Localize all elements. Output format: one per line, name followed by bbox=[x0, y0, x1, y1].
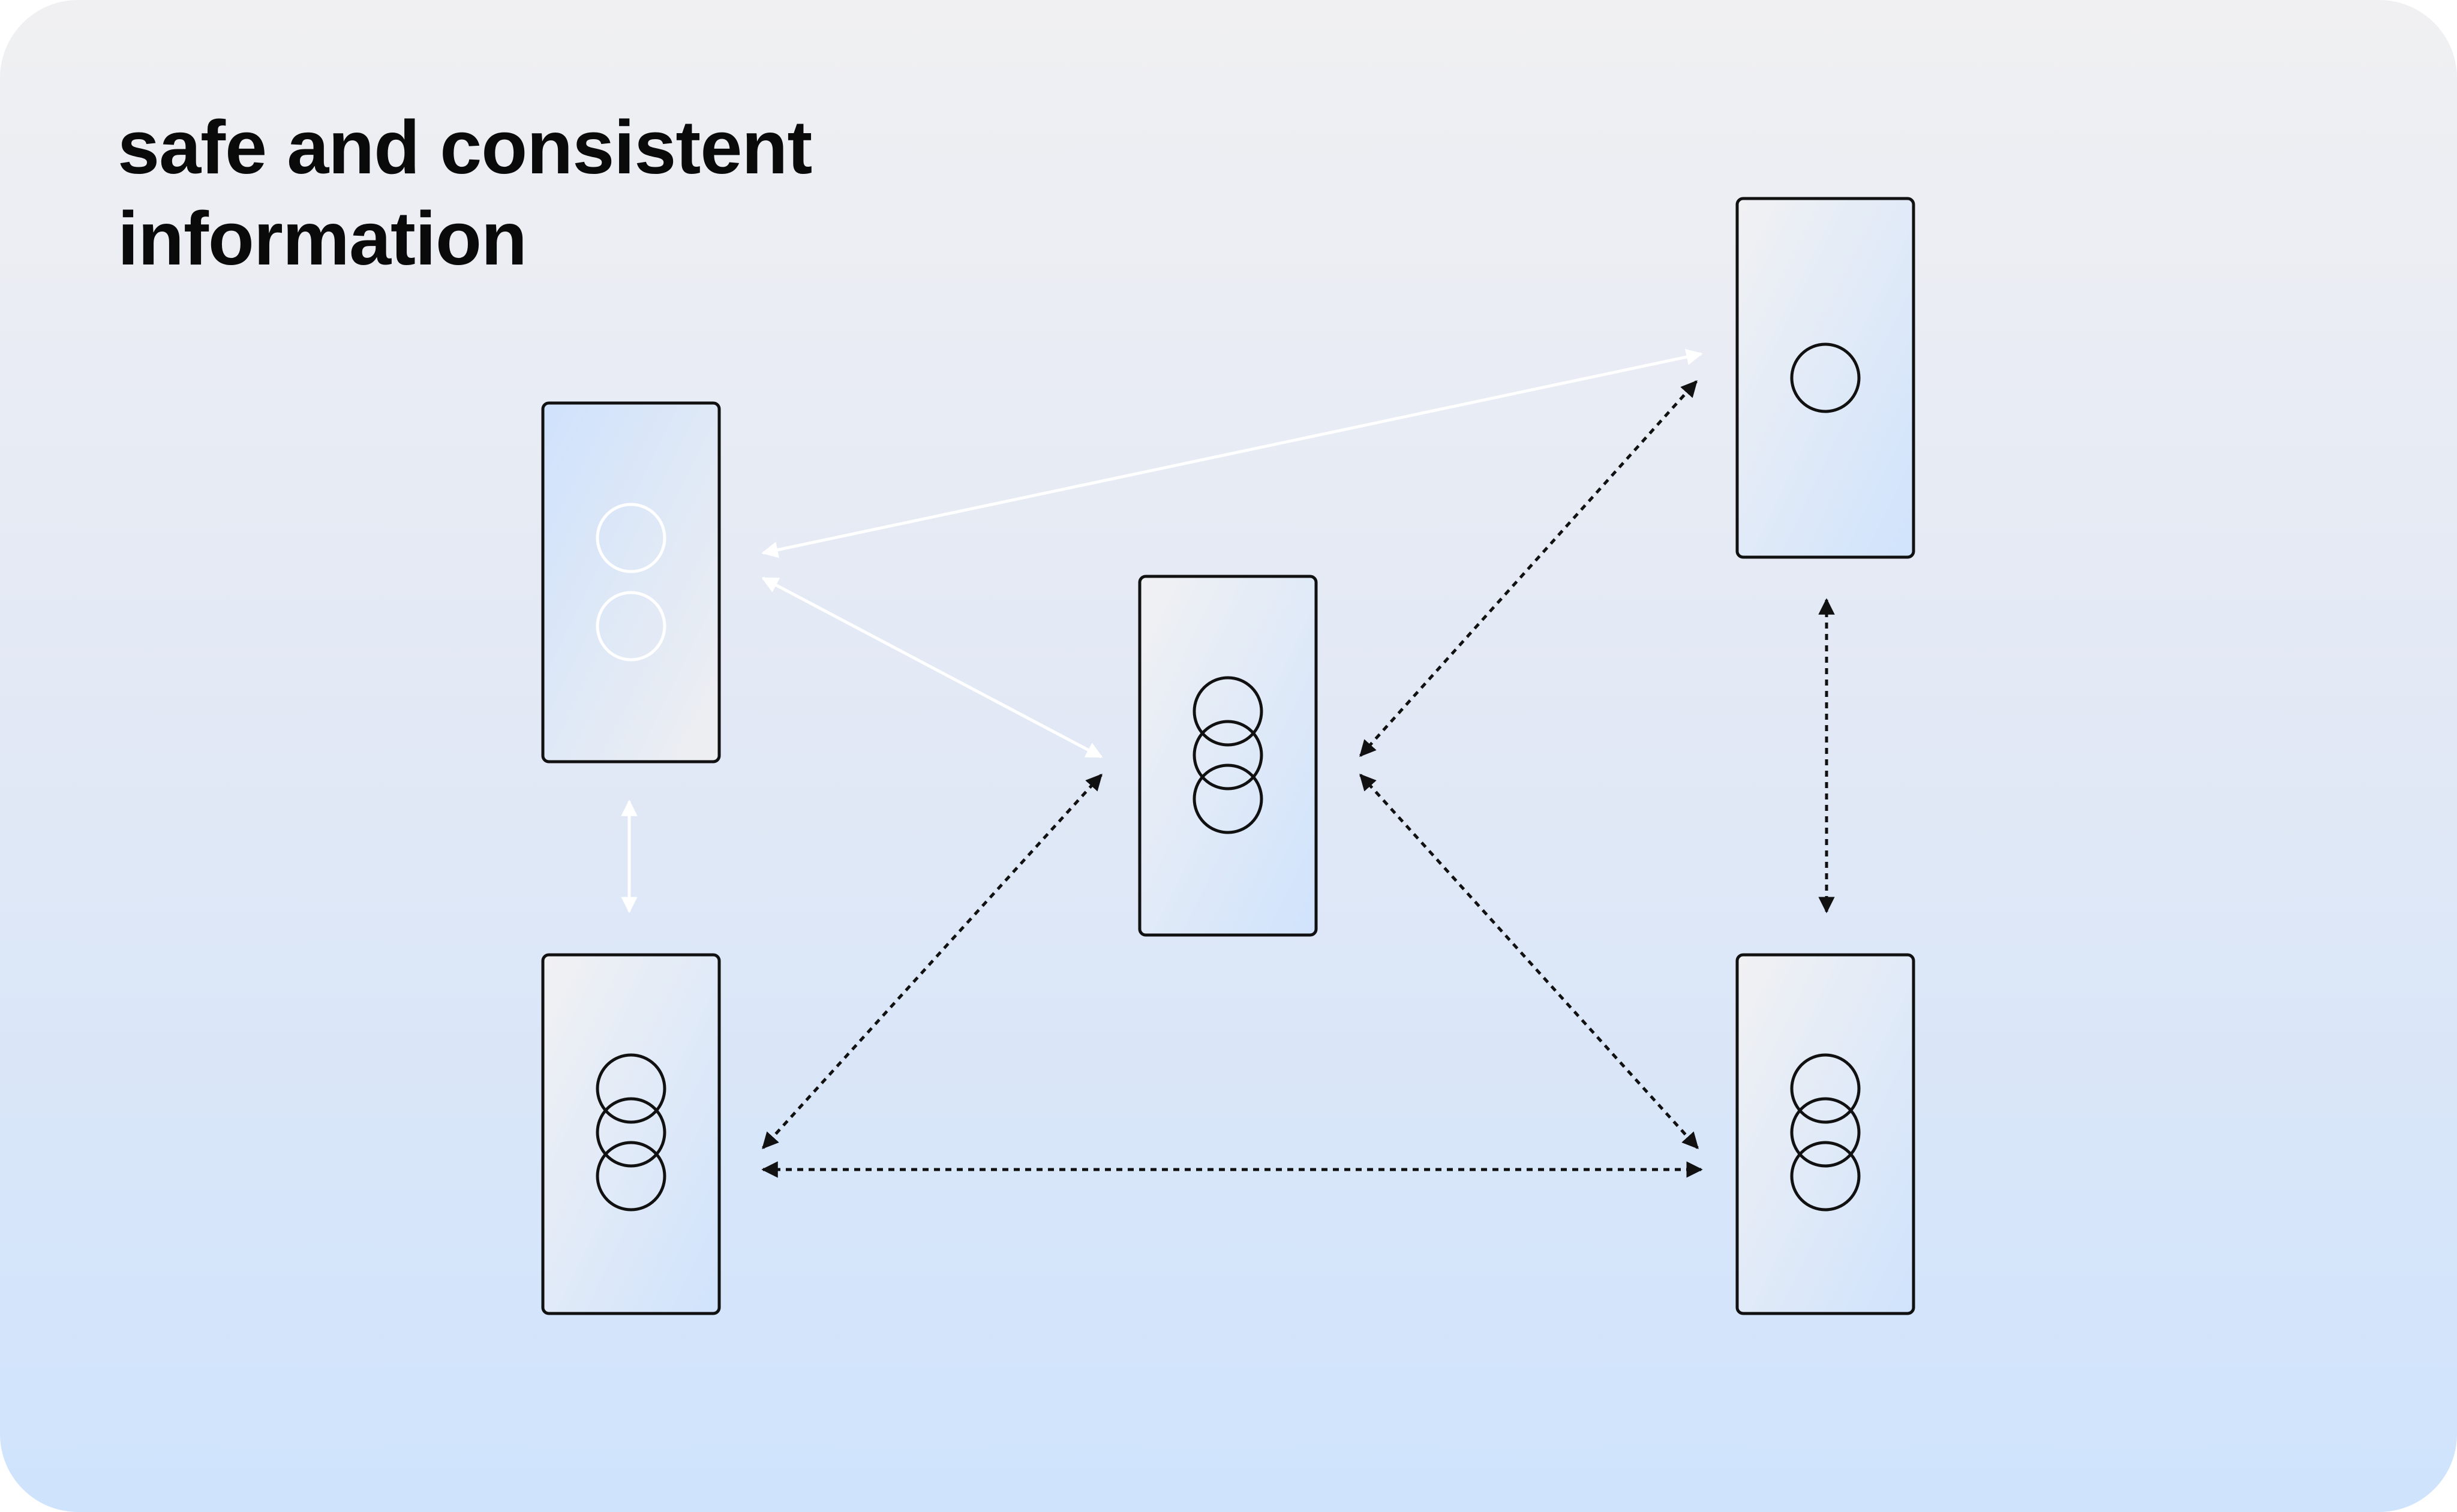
token-circle bbox=[1790, 1053, 1861, 1124]
node-top-left bbox=[541, 401, 721, 763]
device-frame bbox=[1138, 575, 1318, 937]
device-frame bbox=[541, 401, 721, 763]
link-top-left-top-right bbox=[761, 348, 1703, 558]
device-frame bbox=[1735, 197, 1915, 559]
token-circle bbox=[1790, 1141, 1861, 1212]
link-top-left-center bbox=[761, 576, 1103, 759]
token-circle bbox=[1790, 342, 1861, 413]
node-bottom-left bbox=[541, 953, 721, 1315]
token-circle bbox=[1193, 720, 1263, 790]
token-circle bbox=[596, 503, 666, 573]
device-frame bbox=[1735, 953, 1915, 1315]
token-circle bbox=[596, 591, 666, 662]
device-frame bbox=[541, 953, 721, 1315]
dotted-links bbox=[761, 380, 1835, 1178]
token-circle bbox=[596, 1097, 666, 1168]
token-circle bbox=[1193, 763, 1263, 834]
token-circle bbox=[596, 1053, 666, 1124]
token-circle bbox=[1790, 1097, 1861, 1168]
link-center-bottom-right bbox=[1359, 773, 1699, 1150]
diagram-title: safe and consistent information bbox=[118, 102, 812, 284]
node-center bbox=[1138, 575, 1318, 937]
node-top-right bbox=[1735, 197, 1915, 559]
title-line-1: safe and consistent bbox=[118, 105, 812, 190]
token-circle bbox=[1193, 676, 1263, 747]
link-center-bottom-left bbox=[762, 773, 1103, 1150]
link-center-top-right bbox=[1359, 380, 1698, 757]
token-circle bbox=[596, 1141, 666, 1212]
node-bottom-right bbox=[1735, 953, 1915, 1315]
title-line-2: information bbox=[118, 196, 527, 281]
